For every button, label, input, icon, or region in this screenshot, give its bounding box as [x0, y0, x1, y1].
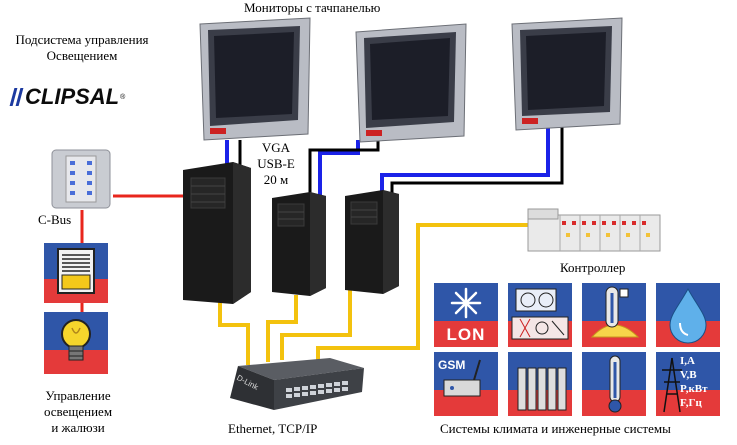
climate-systems-label: Системы климата и инженерные системы: [440, 421, 671, 436]
clipsal-logo-mark: [9, 88, 24, 106]
lighting-label-line3: и жалюзи: [51, 420, 105, 435]
clipsal-logo-reg: ®: [120, 93, 126, 101]
lighting-label: Управление освещением и жалюзи: [22, 388, 134, 436]
blinds-control-tile: [44, 243, 108, 303]
lighting-label-line2: освещением: [43, 404, 113, 419]
meter-frequency: F,Гц: [680, 397, 702, 409]
eth-cable-ctrl: [316, 223, 528, 362]
pc-tower-1: [183, 162, 251, 304]
heating-sensor-tile: [582, 283, 646, 347]
controller-label: Контроллер: [560, 260, 626, 275]
thermo-sensor-tile: [582, 352, 646, 416]
ventilation-tile: [508, 283, 572, 347]
ethernet-label: Ethernet, TCP/IP: [228, 421, 318, 436]
pc-tower-2: [272, 192, 326, 296]
water-drop-icon: [669, 287, 707, 344]
thermometer-sun-icon: [590, 286, 640, 338]
clipsal-logo: CLIPSAL ®: [9, 84, 126, 109]
controller-device: [527, 208, 661, 252]
thermometer-icon: [608, 355, 622, 413]
cable-spec-label: VGA USB-E 20 м: [254, 140, 298, 188]
monitors-label: Мониторы с тачпанелью: [244, 0, 381, 15]
power-tower-icon: [662, 357, 682, 413]
meter-labels: I,A V,B P,кВт F,Гц: [680, 354, 708, 410]
radiator-icon: [517, 367, 567, 411]
clipsal-logo-text: CLIPSAL: [25, 84, 120, 109]
vga-cable-3: [380, 125, 550, 198]
vga-cables: [225, 125, 550, 198]
vga-cable-2: [318, 140, 360, 195]
power-meter-tile: I,A V,B P,кВт F,Гц: [656, 352, 720, 416]
meter-power: P,кВт: [680, 383, 708, 395]
subsystem-label-line1: Подсистема управления: [15, 32, 149, 47]
lighting-label-line1: Управление: [45, 388, 111, 403]
usb-cables: [238, 125, 564, 198]
lighting-control-tile: [44, 312, 108, 374]
touch-monitor-2: [355, 23, 467, 143]
eth-cable-pc2: [266, 295, 298, 362]
gsm-tile: GSM: [434, 352, 498, 416]
radiator-tile: [508, 352, 572, 416]
lon-label: LON: [446, 325, 486, 344]
gsm-label: GSM: [438, 358, 466, 372]
usb-label: USB-E: [257, 156, 295, 171]
ventilation-unit-icon: [511, 288, 569, 340]
pc-tower-3: [345, 190, 399, 294]
cbus-label: C-Bus: [38, 212, 72, 227]
subsystem-label: Подсистема управления Освещением: [4, 32, 160, 64]
lon-tile: LON: [434, 283, 498, 347]
network-switch: [230, 358, 364, 410]
meter-current: I,A: [680, 355, 695, 367]
subsystem-label-line2: Освещением: [46, 48, 118, 63]
vga-label: VGA: [261, 140, 291, 155]
usb-cable-3: [390, 125, 564, 198]
touch-monitor-3: [511, 17, 623, 131]
touch-monitor-1: [199, 17, 311, 141]
eth-cable-pc1: [218, 302, 250, 365]
gsm-modem-icon: [443, 359, 481, 397]
usb-cable-2: [308, 140, 380, 195]
snowflake-icon: [450, 287, 482, 319]
ethernet-cables: [218, 223, 528, 365]
meter-voltage: V,B: [680, 369, 697, 381]
cbus-switch-panel: [51, 149, 111, 209]
length-label: 20 м: [263, 172, 289, 187]
water-tile: [656, 283, 720, 347]
eth-cable-pc3: [280, 285, 352, 360]
